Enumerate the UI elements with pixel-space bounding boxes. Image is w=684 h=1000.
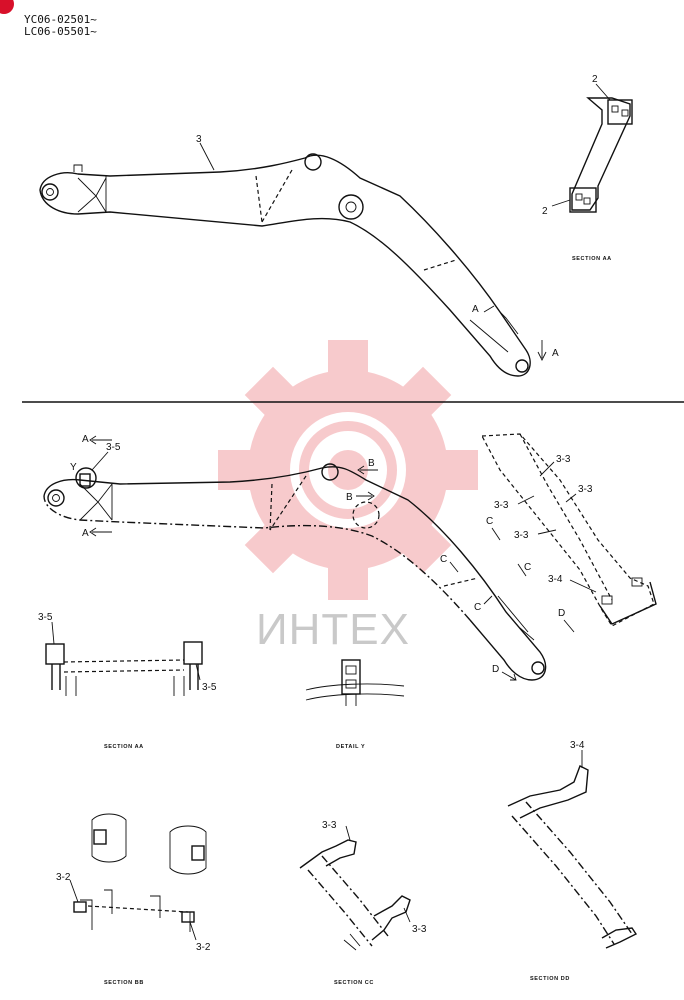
serial-range-1: YC06-02501~ <box>24 13 97 26</box>
bottom-label-3-5: 3-5 <box>106 442 121 453</box>
bottom-label-y: Y <box>70 462 77 473</box>
top-boom-drawing: 3 A A <box>39 134 559 377</box>
detail-y: DETAIL Y <box>305 659 405 750</box>
section-cc: 3-3 3-3 SECTION CC <box>299 820 427 986</box>
bottom-arrow-a-upper: A <box>82 434 89 445</box>
bottom-arrow-c-2: C <box>474 602 481 613</box>
section-cc-label-bottom: 3-3 <box>412 924 427 935</box>
section-aa-bottom-label-left: 3-5 <box>38 612 53 623</box>
bottom-arrow-a-lower: A <box>82 528 89 539</box>
bottom-arrow-b-upper: B <box>368 458 375 469</box>
plate-label-1: 3-3 <box>556 454 571 465</box>
plate-label-5: 3-4 <box>548 574 563 585</box>
section-aa-top-label-upper: 2 <box>592 74 598 85</box>
section-cc-label-top: 3-3 <box>322 820 337 831</box>
section-aa-top-label-lower: 2 <box>542 206 548 217</box>
section-dd-label-top: 3-4 <box>570 740 585 751</box>
plate-arrow-c-2: C <box>524 562 531 573</box>
plate-arrow-c-1: C <box>486 516 493 527</box>
bottom-arrow-c-1: C <box>440 554 447 565</box>
section-aa-bottom-caption: SECTION AA <box>104 744 144 750</box>
section-bb-label-right: 3-2 <box>196 942 211 953</box>
section-bb-label-left: 3-2 <box>56 872 71 883</box>
corner-badge <box>0 0 14 14</box>
bottom-arrow-d: D <box>492 664 499 675</box>
bottom-boom-drawing: A 3-5 Y A B B C C D <box>43 434 547 681</box>
serial-range-2: LC06-05501~ <box>24 25 97 38</box>
section-bb-caption: SECTION BB <box>104 980 144 986</box>
watermark-text: ИНТЕХ <box>256 605 410 654</box>
top-boom-arrow-a-1: A <box>472 304 479 315</box>
section-dd-caption: SECTION DD <box>530 976 570 982</box>
section-dd: 3-4 SECTION DD <box>507 740 638 982</box>
top-boom-arrow-a-2: A <box>552 348 559 359</box>
bottom-arrow-b-lower: B <box>346 492 353 503</box>
section-bb: 3-2 3-2 SECTION BB <box>56 813 211 986</box>
section-aa-bottom: 3-5 3-5 SECTION AA <box>38 612 217 750</box>
plate-label-2: 3-3 <box>578 484 593 495</box>
section-aa-bottom-label-right: 3-5 <box>202 682 217 693</box>
top-boom-part-label: 3 <box>196 134 202 145</box>
plate-label-4: 3-3 <box>514 530 529 541</box>
section-aa-top: 2 2 SECTION AA <box>542 74 633 262</box>
plate-arrow-d: D <box>558 608 565 619</box>
detail-y-caption: DETAIL Y <box>336 744 365 750</box>
section-aa-top-caption: SECTION AA <box>572 256 612 262</box>
plate-detail: 3-3 3-3 3-3 3-3 3-4 C C D <box>481 433 657 633</box>
section-cc-caption: SECTION CC <box>334 980 374 986</box>
plate-label-3: 3-3 <box>494 500 509 511</box>
